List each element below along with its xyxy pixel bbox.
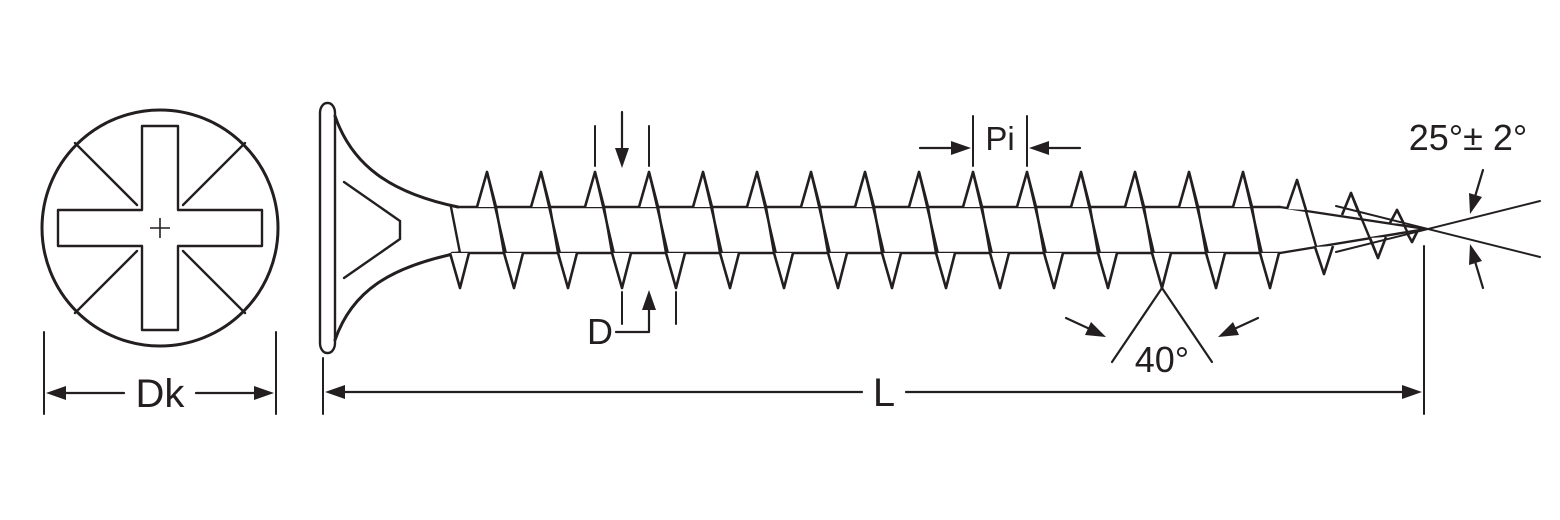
tip-angle-line-upper: [1335, 200, 1541, 253]
tip-top-line: [1278, 205, 1428, 231]
pi-arrow-right-icon: [951, 141, 971, 155]
thread-start: [448, 205, 471, 290]
screw-thread: [475, 170, 1281, 290]
screw-head-profile: [318, 101, 460, 355]
dk-label: Dk: [136, 372, 186, 416]
wing-line-nw: [73, 141, 139, 207]
pitch-dimension: Pi: [918, 115, 1082, 167]
wing-line-se: [181, 249, 247, 315]
thread-diameter-dimension: D: [587, 110, 677, 352]
l-label: L: [873, 371, 895, 415]
tip-angle-dimension: 25°± 2°: [1335, 117, 1541, 290]
angle-arrow-left-icon: [1085, 322, 1106, 337]
dk-arrow-left-icon: [46, 386, 66, 400]
thread-angle-dimension: 40°: [1064, 286, 1260, 380]
head-bottom-curve: [333, 251, 460, 342]
pozidriv-wing-lines: [73, 141, 247, 315]
tip-angle-label: 25°± 2°: [1409, 117, 1528, 158]
tip-arrow-down-icon: [1469, 193, 1482, 214]
pozidriv-cross-outline: [56, 124, 264, 332]
tip-arrow-up-icon: [1469, 244, 1482, 265]
angle-line-left: [1110, 286, 1164, 364]
dk-arrow-right-icon: [254, 386, 274, 400]
screw-tip: [1278, 178, 1428, 276]
angle-line-right: [1160, 286, 1214, 364]
head-top-curve: [333, 114, 460, 209]
recess-profile: [342, 180, 402, 280]
angle-arrow-right-shaft: [1230, 316, 1260, 332]
thread-angle-label: 40°: [1135, 339, 1189, 380]
screw-head-front-view: [40, 108, 280, 348]
tip-bottom-line: [1278, 227, 1428, 255]
d-leader-line: [614, 306, 651, 334]
d-label: D: [587, 311, 613, 352]
pi-arrow-left-icon: [1029, 141, 1049, 155]
head-flange: [318, 101, 337, 355]
pi-label: Pi: [985, 120, 1014, 157]
d-arrow-down-icon: [615, 148, 629, 168]
dk-dimension: Dk: [43, 331, 277, 416]
center-mark: [150, 218, 170, 238]
angle-arrow-left-shaft: [1064, 316, 1094, 332]
wing-line-ne: [181, 141, 247, 207]
head-outline-circle: [40, 108, 280, 348]
l-arrow-right-icon: [1402, 385, 1422, 399]
d-arrow-up-icon: [642, 290, 656, 310]
screw-side-view: [318, 101, 1428, 355]
screw-shank-core: [450, 205, 1282, 255]
tip-angle-line-lower: [1335, 205, 1541, 258]
l-arrow-left-icon: [325, 385, 345, 399]
wing-line-sw: [73, 249, 139, 315]
angle-arrow-right-icon: [1218, 322, 1239, 337]
length-dimension: L: [322, 245, 1425, 415]
